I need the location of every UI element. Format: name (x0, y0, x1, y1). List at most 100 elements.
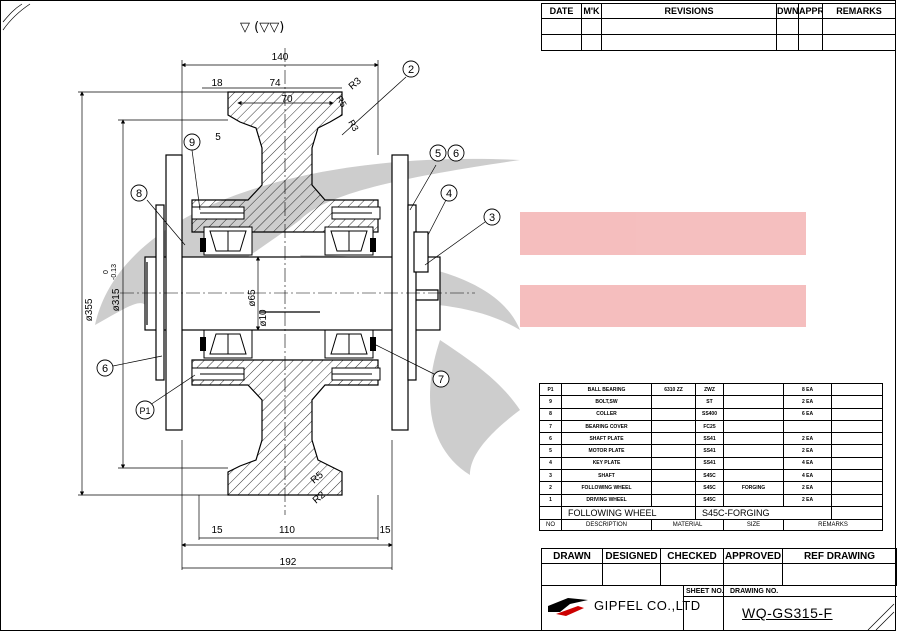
bom-cell (831, 419, 883, 434)
bom-cell: 8 (539, 407, 562, 421)
bom-cell (651, 493, 696, 507)
balloons (96, 60, 501, 420)
bom-cell (723, 444, 784, 458)
balloon-9: 9 (189, 137, 195, 149)
bom-cell (651, 432, 696, 446)
dim-140: 140 (272, 52, 289, 63)
seal-rings (200, 238, 376, 351)
bearing-top-left (203, 226, 253, 256)
bom-cell: 2 EA (783, 481, 832, 495)
bom-cell: SS41 (695, 444, 724, 458)
bom-cell: 4 EA (783, 456, 832, 471)
bearing-bottom-left (203, 329, 253, 359)
dim-r3: R3 (347, 75, 364, 92)
bom-header-remarks: REMARKS (783, 518, 883, 531)
dim-192: 192 (280, 557, 297, 568)
bom-cell: BALL BEARING (561, 382, 652, 397)
bom-cell: 9 (539, 395, 562, 409)
bom-cell (831, 395, 883, 409)
rev-header-date: DATE (541, 3, 582, 19)
dim-74: 74 (269, 78, 281, 89)
revisions-table: DATE M'K REVISIONS DWN APPR REMARKS (541, 3, 896, 51)
bom-cell (831, 469, 883, 483)
balloon-7: 7 (438, 374, 444, 386)
bom-cell (651, 395, 696, 409)
bom-header-material: MATERIAL (651, 518, 724, 531)
bom-cell: DRIVING WHEEL (561, 493, 652, 507)
bom-cell: COLLER (561, 407, 652, 421)
bom-cell: 2 EA (783, 493, 832, 507)
dim-65: ø65 (247, 289, 258, 307)
dim-15-left: 15 (211, 525, 223, 536)
bom-cell: FORGING (723, 481, 784, 495)
bom-cell: 2 EA (783, 395, 832, 409)
balloon-6-top: 6 (453, 148, 459, 160)
bom-cell (723, 382, 784, 397)
signoff-table: DRAWN DESIGNED CHECKED APPROVED REF DRAW… (541, 548, 897, 586)
signoff-approved: APPROVED (723, 548, 783, 564)
dim-18: 18 (211, 78, 223, 89)
bom-cell (723, 407, 784, 421)
bom-cell: SS41 (695, 456, 724, 471)
bom-cell: FC25 (695, 419, 724, 434)
title-block: SHEET NO. DRAWING NO. (541, 586, 897, 631)
signoff-checked: CHECKED (660, 548, 724, 564)
dim-315-tolerance: 0-0.13 (103, 264, 118, 280)
bom-header-size: SIZE (723, 518, 784, 531)
bom-cell: 3 (539, 469, 562, 483)
bom-cell (831, 481, 883, 495)
bom-cell: BOLT,SW (561, 395, 652, 409)
bom-cell: 1 (539, 493, 562, 507)
bom-cell (651, 444, 696, 458)
rev-header-remarks: REMARKS (822, 3, 896, 19)
bom-cell (723, 469, 784, 483)
bom-cell: 2 EA (783, 432, 832, 446)
balloon-2: 2 (408, 64, 414, 76)
dim-355: ø355 (84, 298, 95, 321)
bom-cell: 7 (539, 419, 562, 434)
bom-cell (651, 469, 696, 483)
dim-5: 5 (215, 132, 221, 143)
signoff-ref-drawing: REF DRAWING (782, 548, 897, 564)
signoff-designed: DESIGNED (602, 548, 661, 564)
balloon-5: 5 (435, 148, 441, 160)
bearing-bottom-right (324, 329, 374, 359)
bom-cell: KEY PLATE (561, 456, 652, 471)
bom-cell: S45C (695, 493, 724, 507)
bom-cell (783, 419, 832, 434)
bom-cell (831, 493, 883, 507)
dim-110: 110 (279, 525, 295, 536)
balloon-p1: P1 (139, 406, 150, 416)
sheet-no-label: SHEET NO. (686, 588, 724, 595)
bom-cell: 5 (539, 444, 562, 458)
drawing-number: WQ-GS315-F (742, 605, 833, 621)
bolts (191, 206, 381, 381)
dim-10: ø10 (258, 309, 269, 327)
rev-row (541, 18, 896, 35)
bom-cell (831, 432, 883, 446)
bom-cell: 2 EA (783, 444, 832, 458)
bom-cell: ST (695, 395, 724, 409)
bom-cell: 6 (539, 432, 562, 446)
bearing-top-right (324, 226, 374, 256)
bom-cell (723, 493, 784, 507)
dim-70: 70 (281, 94, 293, 105)
leader-lines (112, 76, 486, 406)
bom-cell: SS400 (695, 407, 724, 421)
company-name: GIPFEL CO.,LTD (594, 598, 701, 613)
bom-cell (831, 444, 883, 458)
dim-r5-top: R5 (334, 94, 348, 109)
bom-cell: SHAFT PLATE (561, 432, 652, 446)
bom-cell: 8 EA (783, 382, 832, 397)
bom-header-no: NO (539, 518, 562, 531)
bom-cell: 6 EA (783, 407, 832, 421)
